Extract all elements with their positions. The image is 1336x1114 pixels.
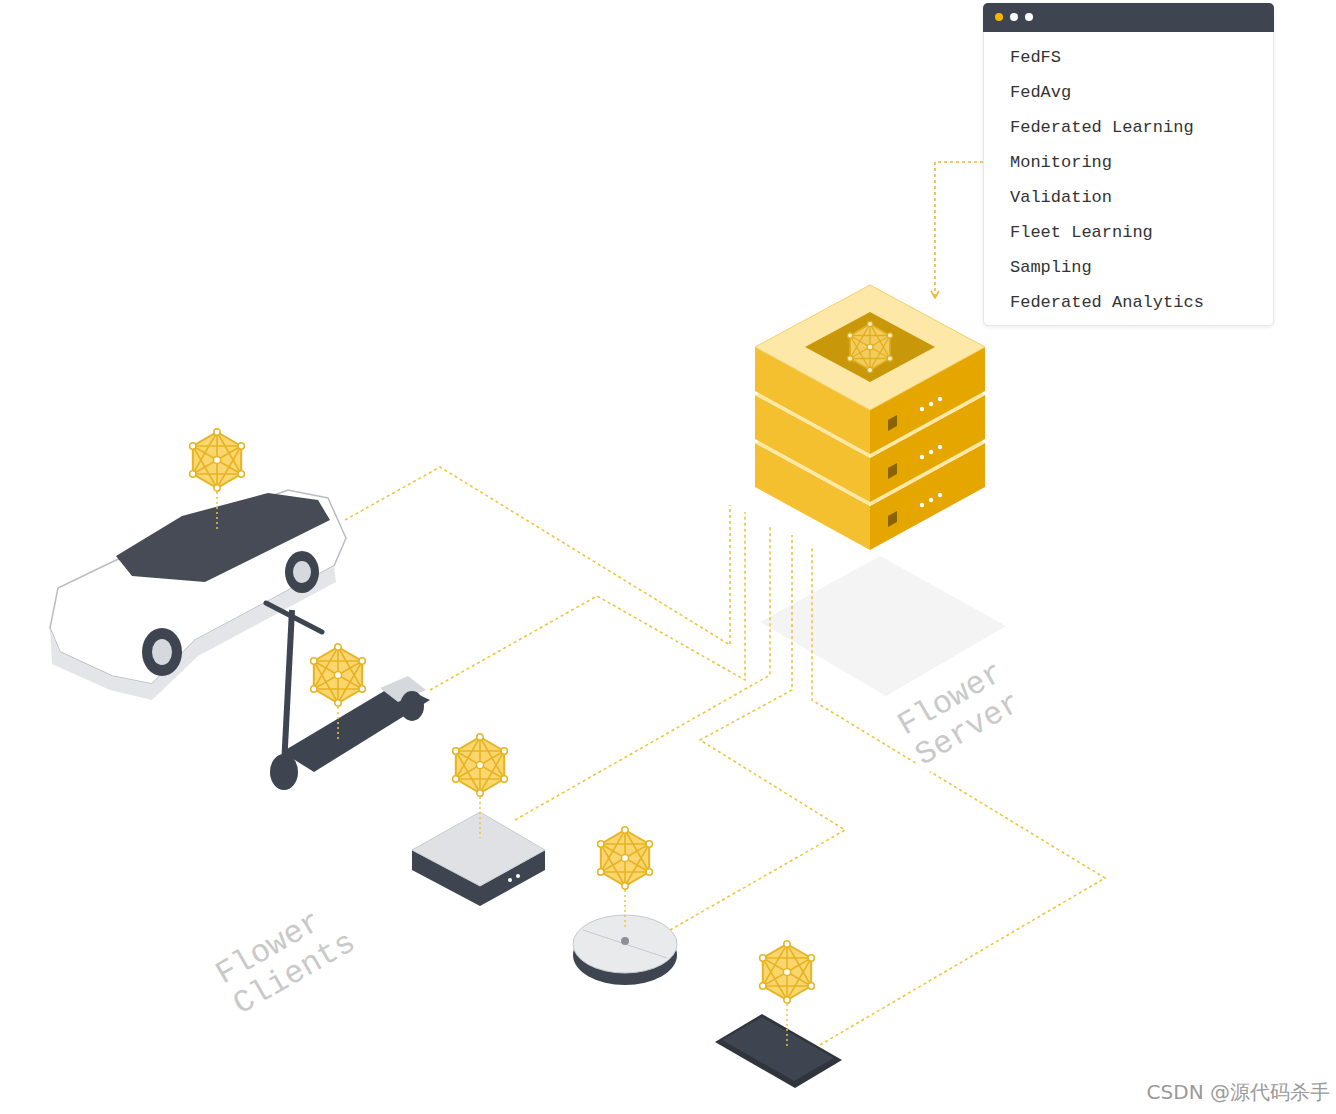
box-light	[508, 878, 512, 882]
wire	[812, 545, 1105, 1045]
scooter-stem	[284, 610, 292, 766]
server-inset	[805, 312, 935, 382]
window-titlebar	[983, 3, 1274, 32]
server-node: Flower Server	[755, 298, 985, 555]
car	[50, 490, 346, 700]
scooter-bar	[266, 603, 322, 632]
feature-item: Federated Analytics	[1010, 285, 1204, 320]
wire	[670, 535, 845, 930]
scooter-wheel	[270, 754, 298, 790]
wire	[345, 467, 730, 645]
dotted-connector	[935, 162, 983, 298]
wire	[430, 512, 745, 690]
feature-item: FedFS	[1010, 40, 1061, 75]
feature-item: FedAvg	[1010, 75, 1071, 110]
box-top	[412, 812, 545, 886]
feature-item: Monitoring	[1010, 145, 1112, 180]
flower-logo	[453, 734, 508, 796]
window-dot	[1025, 13, 1033, 21]
client-wires	[345, 467, 1105, 1045]
window-dot	[1010, 13, 1018, 21]
car-hub	[152, 639, 172, 665]
flower-logo	[598, 827, 653, 889]
leader	[624, 890, 626, 930]
flower-logo	[760, 941, 815, 1003]
vacuum-top	[573, 915, 677, 973]
scooter-deck	[282, 684, 430, 772]
phone-screen	[722, 1017, 834, 1081]
feature-window: FedFSFedAvgFederated LearningMonitoringV…	[983, 3, 1274, 326]
car-wheel	[142, 628, 182, 676]
wire	[515, 525, 770, 820]
car-wheel	[285, 551, 319, 593]
server-lights	[920, 397, 942, 507]
leader	[337, 707, 339, 742]
vacuum-sensor	[621, 937, 629, 945]
slab-top	[755, 285, 985, 410]
server-stack	[755, 285, 985, 550]
scooter	[266, 603, 430, 790]
feature-item: Validation	[1010, 180, 1112, 215]
phone-body	[715, 1014, 842, 1088]
flower-logo	[847, 321, 892, 372]
leader	[786, 1004, 788, 1046]
window-dot	[995, 13, 1003, 21]
group-label: Flower Clients	[210, 882, 384, 1023]
server-ports	[888, 415, 897, 527]
flower-logo	[311, 644, 366, 706]
scooter-wheel	[400, 691, 424, 721]
leader	[479, 797, 481, 838]
feature-item: Fleet Learning	[1010, 215, 1153, 250]
box-light	[516, 874, 520, 878]
flower-logo	[190, 429, 245, 491]
feature-item: Sampling	[1010, 250, 1092, 285]
feature-item: Federated Learning	[1010, 110, 1194, 145]
hub-box	[412, 812, 545, 906]
phone	[715, 1014, 842, 1088]
car-hub	[293, 561, 311, 583]
watermark: CSDN @源代码杀手	[1147, 1079, 1330, 1106]
vacuum-seam	[583, 930, 667, 958]
leader	[216, 492, 218, 532]
car-roof	[116, 493, 330, 582]
